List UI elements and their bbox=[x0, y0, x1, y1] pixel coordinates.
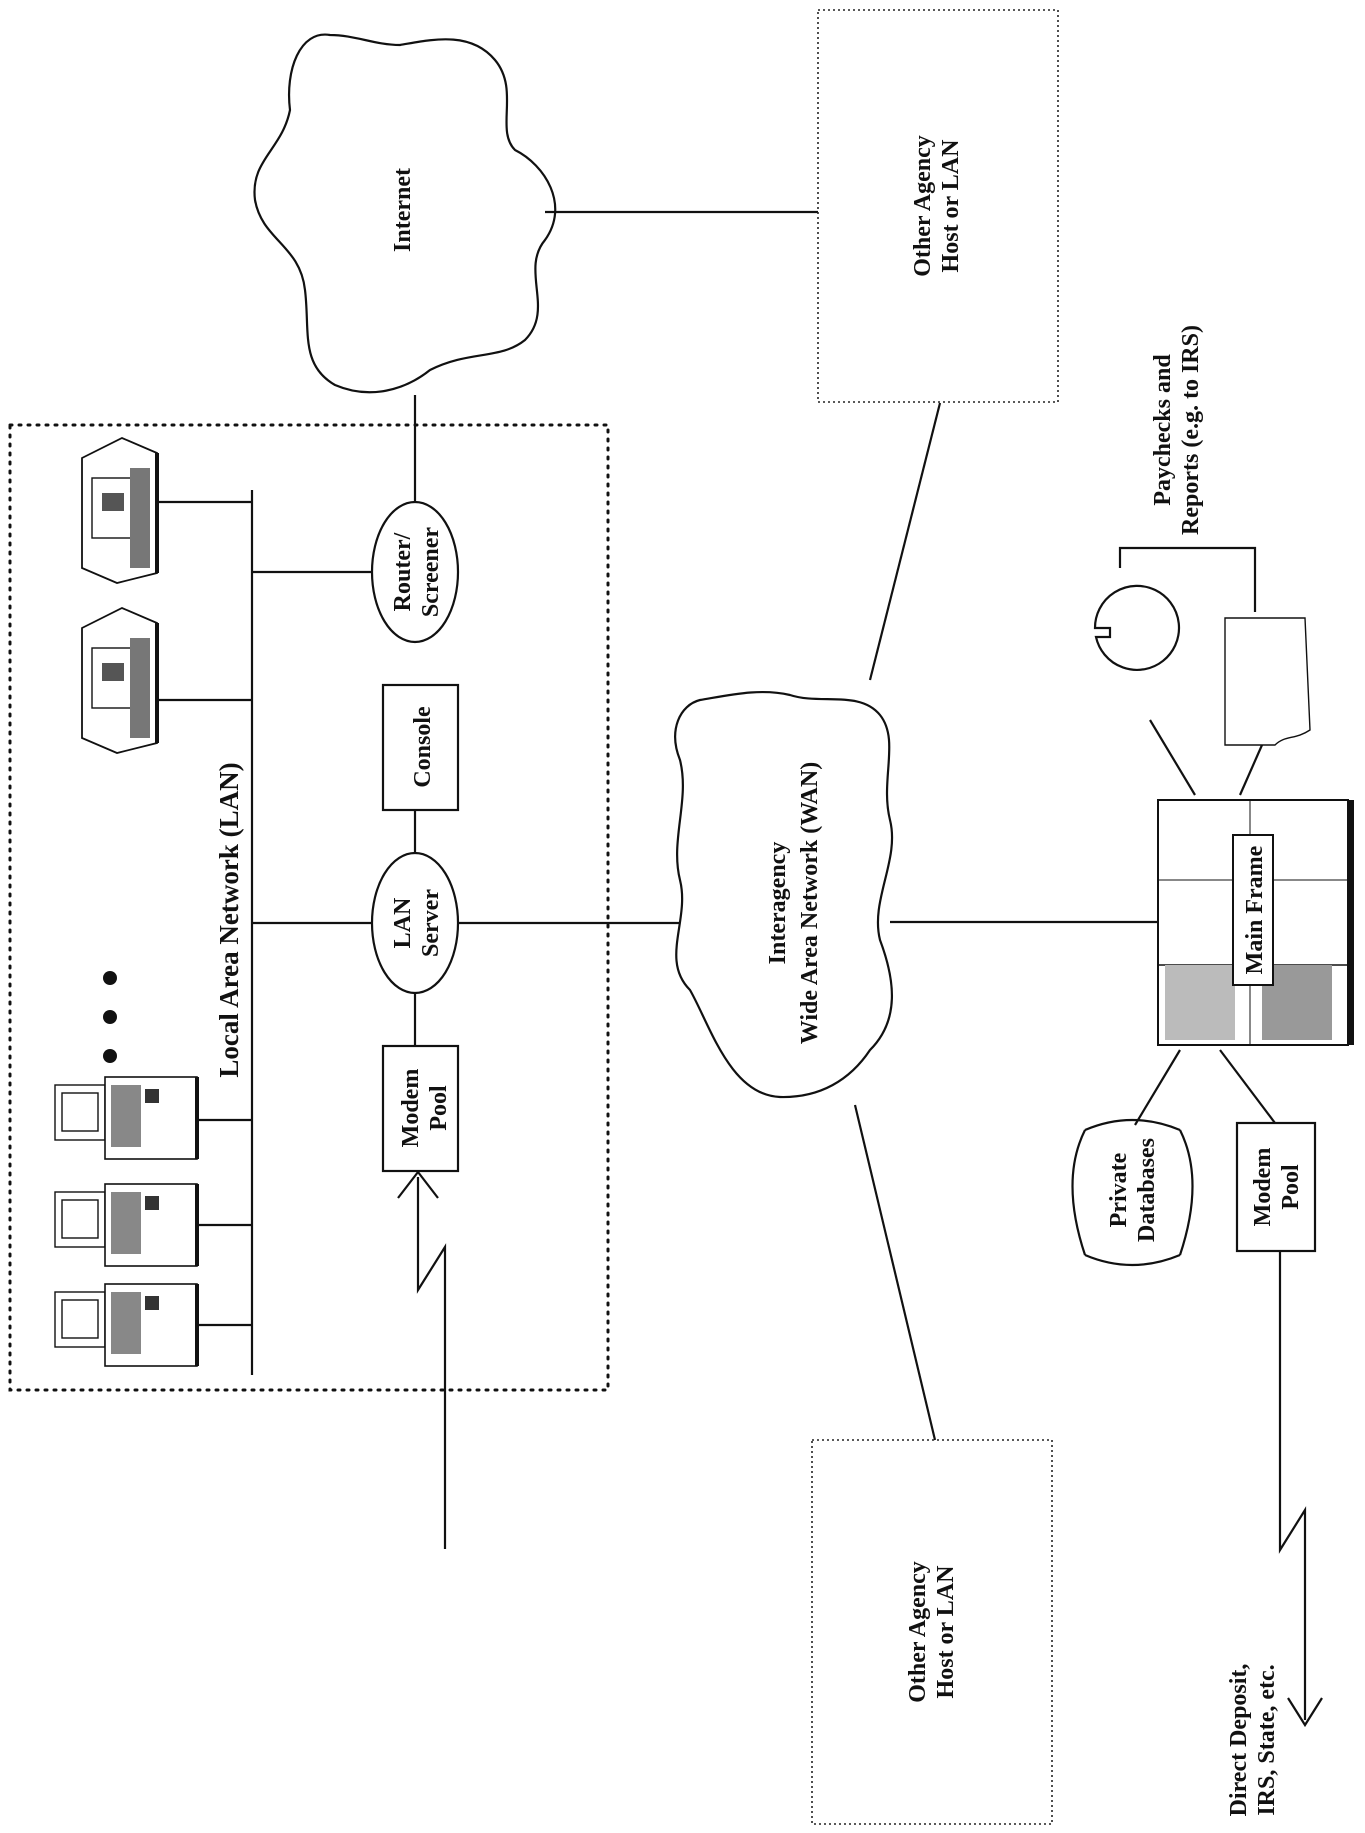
other-agency-top-box bbox=[817, 9, 1059, 403]
workstation-icon bbox=[54, 1183, 199, 1267]
router-label-line2: Screener bbox=[418, 527, 444, 618]
mf-modem-pool-line2: Pool bbox=[1278, 1164, 1304, 1210]
printer-icon bbox=[81, 607, 159, 754]
other-agency-top-line1: Other Agency bbox=[910, 135, 936, 277]
outbound-link bbox=[1278, 1251, 1307, 1720]
link-mainframe-drum bbox=[1149, 719, 1196, 796]
mf-modem-pool-box bbox=[1235, 1121, 1317, 1253]
link-paychecks-bracket bbox=[1118, 546, 1257, 612]
link-mainframe-db bbox=[1134, 1049, 1181, 1126]
dial-in-link bbox=[416, 1177, 447, 1549]
dial-in-arrowhead bbox=[397, 1170, 439, 1199]
private-db-line1: Private bbox=[1106, 1152, 1132, 1227]
workstation-icon bbox=[54, 1076, 199, 1160]
link-mainframe-report bbox=[1238, 744, 1264, 796]
direct-deposit-line2: IRS, State, etc. bbox=[1254, 1664, 1280, 1815]
internet-label: Internet bbox=[390, 168, 416, 252]
database-cylinder-icon bbox=[1071, 1118, 1194, 1267]
lan-boundary bbox=[8, 423, 610, 1392]
console-label: Console bbox=[410, 706, 436, 788]
router-label-line1: Router/ bbox=[390, 532, 416, 611]
other-agency-bottom-line1: Other Agency bbox=[905, 1561, 931, 1703]
printer-icon bbox=[81, 437, 159, 584]
lan-server-label-line1: LAN bbox=[390, 897, 416, 948]
link-wan-agency-bottom bbox=[853, 1104, 937, 1441]
link-mainframe-modem bbox=[1219, 1049, 1276, 1124]
lan-server-label-line2: Server bbox=[418, 889, 444, 957]
tape-drive-icon bbox=[1093, 584, 1181, 671]
mf-modem-pool-line1: Modem bbox=[1250, 1148, 1276, 1227]
wan-label-line2: Wide Area Network (WAN) bbox=[797, 762, 823, 1044]
direct-deposit-line1: Direct Deposit, bbox=[1226, 1664, 1252, 1817]
other-agency-bottom-line2: Host or LAN bbox=[933, 1565, 959, 1699]
link-wan-agency-top bbox=[868, 402, 942, 681]
lan-modem-pool-line2: Pool bbox=[426, 1085, 452, 1131]
lan-title: Local Area Network (LAN) bbox=[214, 762, 244, 1077]
wan-label-line1: Interagency bbox=[765, 842, 791, 965]
private-db-line2: Databases bbox=[1134, 1138, 1160, 1242]
more-workstations-ellipsis bbox=[103, 971, 117, 1063]
outbound-arrowhead bbox=[1287, 1697, 1323, 1728]
paychecks-line2: Reports (e.g. to IRS) bbox=[1178, 325, 1204, 535]
lan-modem-pool-box bbox=[381, 1044, 460, 1173]
console-box bbox=[381, 683, 460, 812]
internet-cloud bbox=[253, 33, 557, 394]
report-page-icon bbox=[1224, 617, 1311, 746]
lan-modem-pool-line1: Modem bbox=[398, 1069, 424, 1148]
other-agency-top-line2: Host or LAN bbox=[938, 139, 964, 273]
paychecks-line1: Paychecks and bbox=[1150, 354, 1176, 506]
mainframe-label: Main Frame bbox=[1242, 845, 1268, 974]
other-agency-bottom-box bbox=[811, 1439, 1053, 1825]
wan-cloud bbox=[674, 690, 894, 1099]
mainframe-label-box bbox=[1232, 834, 1274, 986]
workstation-icon bbox=[54, 1283, 199, 1367]
